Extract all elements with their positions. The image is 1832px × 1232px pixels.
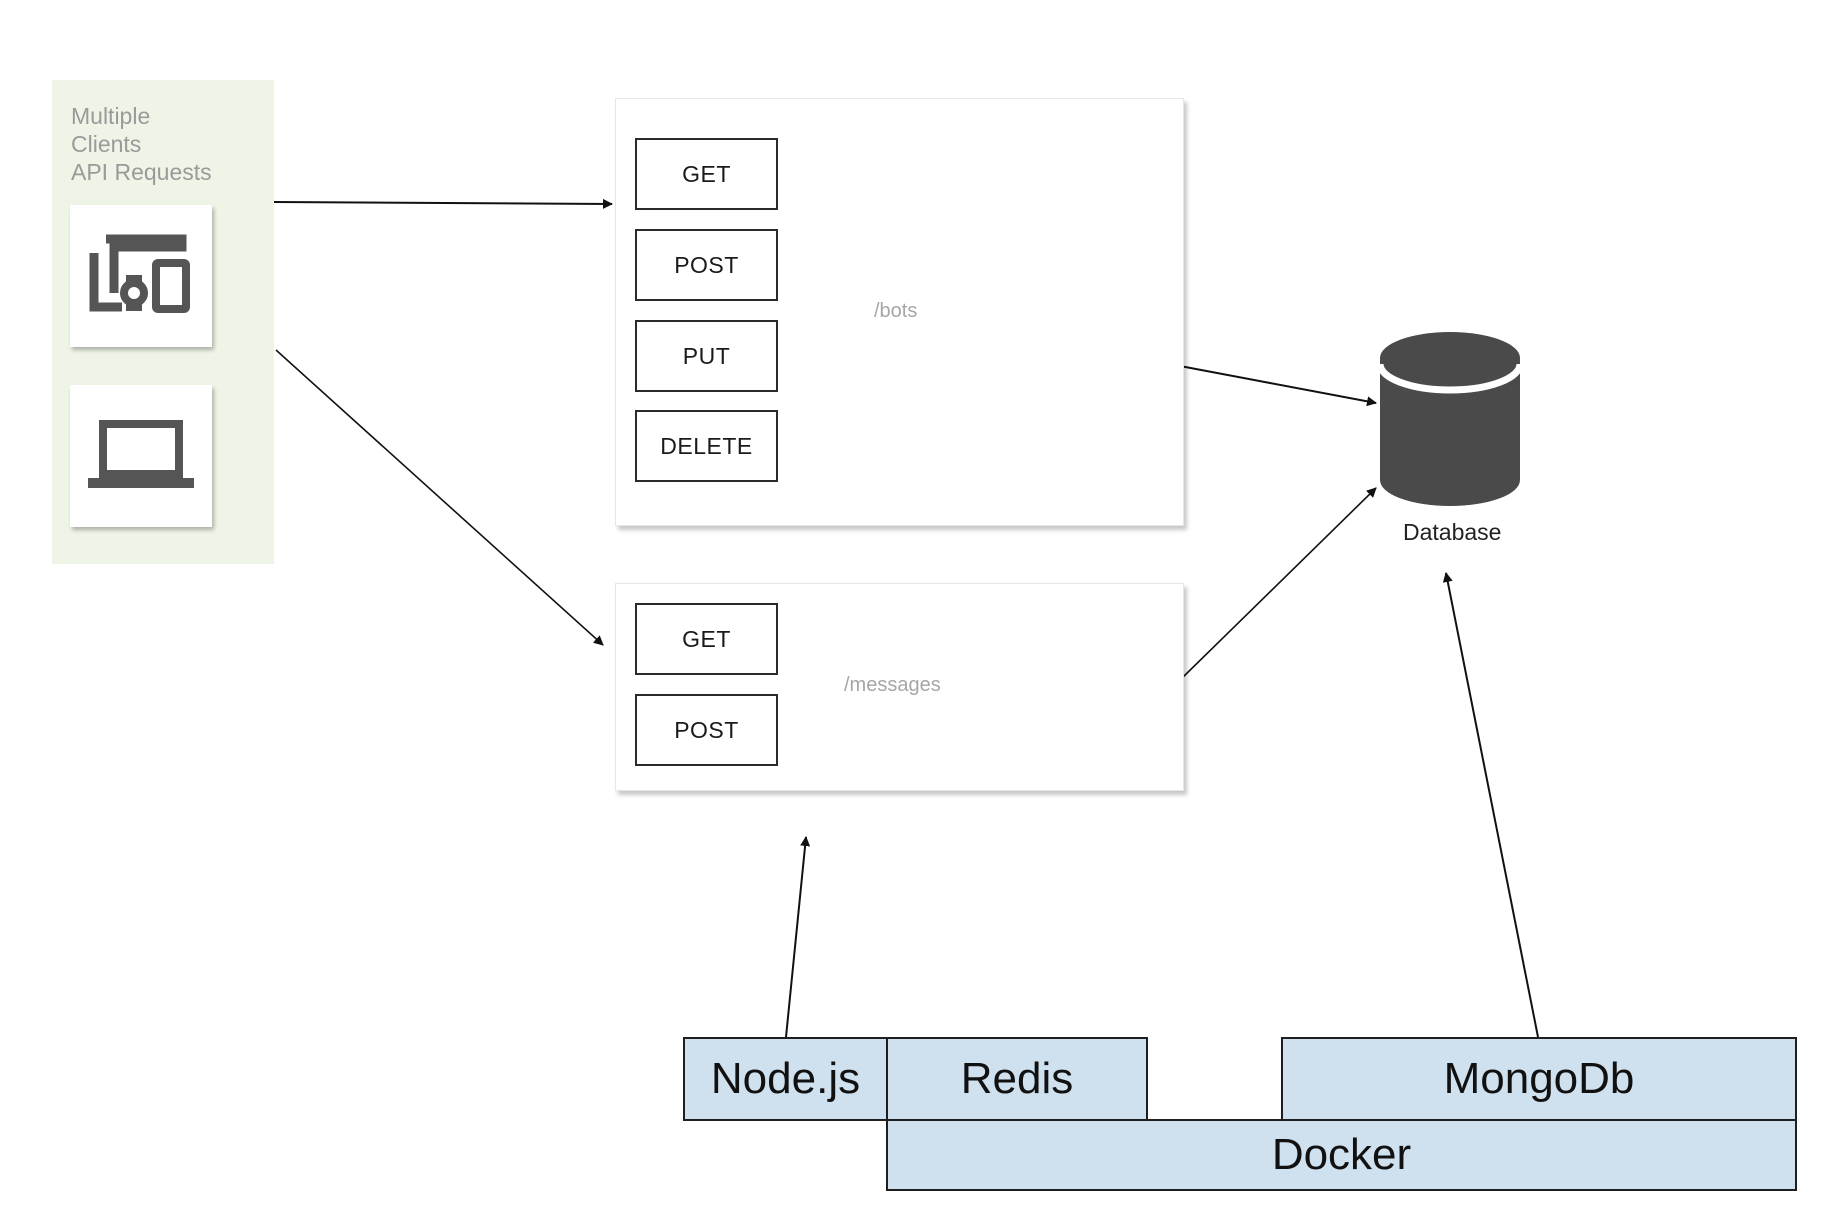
messages-post-method: POST (635, 694, 778, 766)
clients-title-line: Clients (71, 131, 142, 157)
laptop-card (70, 385, 212, 527)
bots-post-method: POST (635, 229, 778, 301)
arrow-clients-to-bots (273, 198, 613, 209)
arrow-mongodb-to-database (1442, 572, 1539, 1038)
arrow-messages-to-database (1179, 487, 1377, 681)
bots-endpoint-path: /bots (874, 300, 918, 322)
messages-get-method: GET (635, 603, 778, 675)
bots-delete-method: DELETE (635, 410, 778, 482)
messages-endpoint-path: /messages (844, 674, 941, 696)
database-icon (1376, 332, 1524, 506)
nodejs-block: Node.js (683, 1037, 888, 1121)
clients-title-line: API Requests (71, 159, 212, 185)
redis-block: Redis (886, 1037, 1148, 1121)
arrow-nodejs-to-api (785, 836, 811, 1038)
devices-icon (89, 234, 190, 313)
bots-get-method: GET (635, 138, 778, 210)
arrow-clients-to-messages (275, 349, 604, 646)
arrow-bots-to-database (1179, 365, 1377, 407)
mongodb-block: MongoDb (1281, 1037, 1797, 1121)
clients-title-line: Multiple (71, 103, 151, 129)
bots-put-method: PUT (635, 320, 778, 392)
laptop-icon (88, 420, 194, 488)
database-label: Database (1403, 519, 1502, 545)
devices-card (70, 205, 212, 347)
docker-block: Docker (886, 1119, 1797, 1191)
clients-title: Multiple Clients API Requests (71, 102, 271, 186)
